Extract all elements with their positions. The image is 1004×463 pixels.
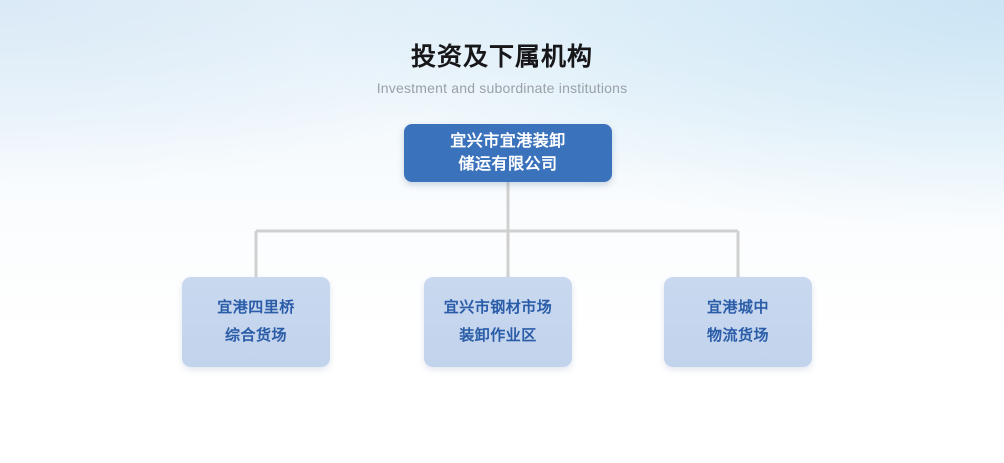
page-subtitle: Investment and subordinate institutions [376,80,628,97]
org-node-child-2-line-2: 装卸作业区 [459,327,537,344]
page-title: 投资及下属机构 [410,43,593,71]
org-node-root[interactable]: 宜兴市宜港装卸 储运有限公司 [404,124,612,182]
org-node-child-1-line-2: 综合货场 [224,327,287,344]
org-node-child-1[interactable]: 宜港四里桥 综合货场 [182,277,330,367]
org-node-root-line-1: 宜兴市宜港装卸 [450,132,566,150]
page-header: 投资及下属机构 Investment and subordinate insti… [0,42,1004,97]
org-node-root-line-2: 储运有限公司 [458,156,558,173]
org-node-child-2-line-1: 宜兴市钢材市场 [443,298,553,316]
org-node-child-3[interactable]: 宜港城中 物流货场 [664,277,812,367]
org-node-child-3-line-2: 物流货场 [706,327,769,344]
org-node-child-3-line-1: 宜港城中 [706,298,769,316]
org-node-child-2[interactable]: 宜兴市钢材市场 装卸作业区 [424,277,572,367]
org-node-child-1-line-1: 宜港四里桥 [217,298,295,316]
